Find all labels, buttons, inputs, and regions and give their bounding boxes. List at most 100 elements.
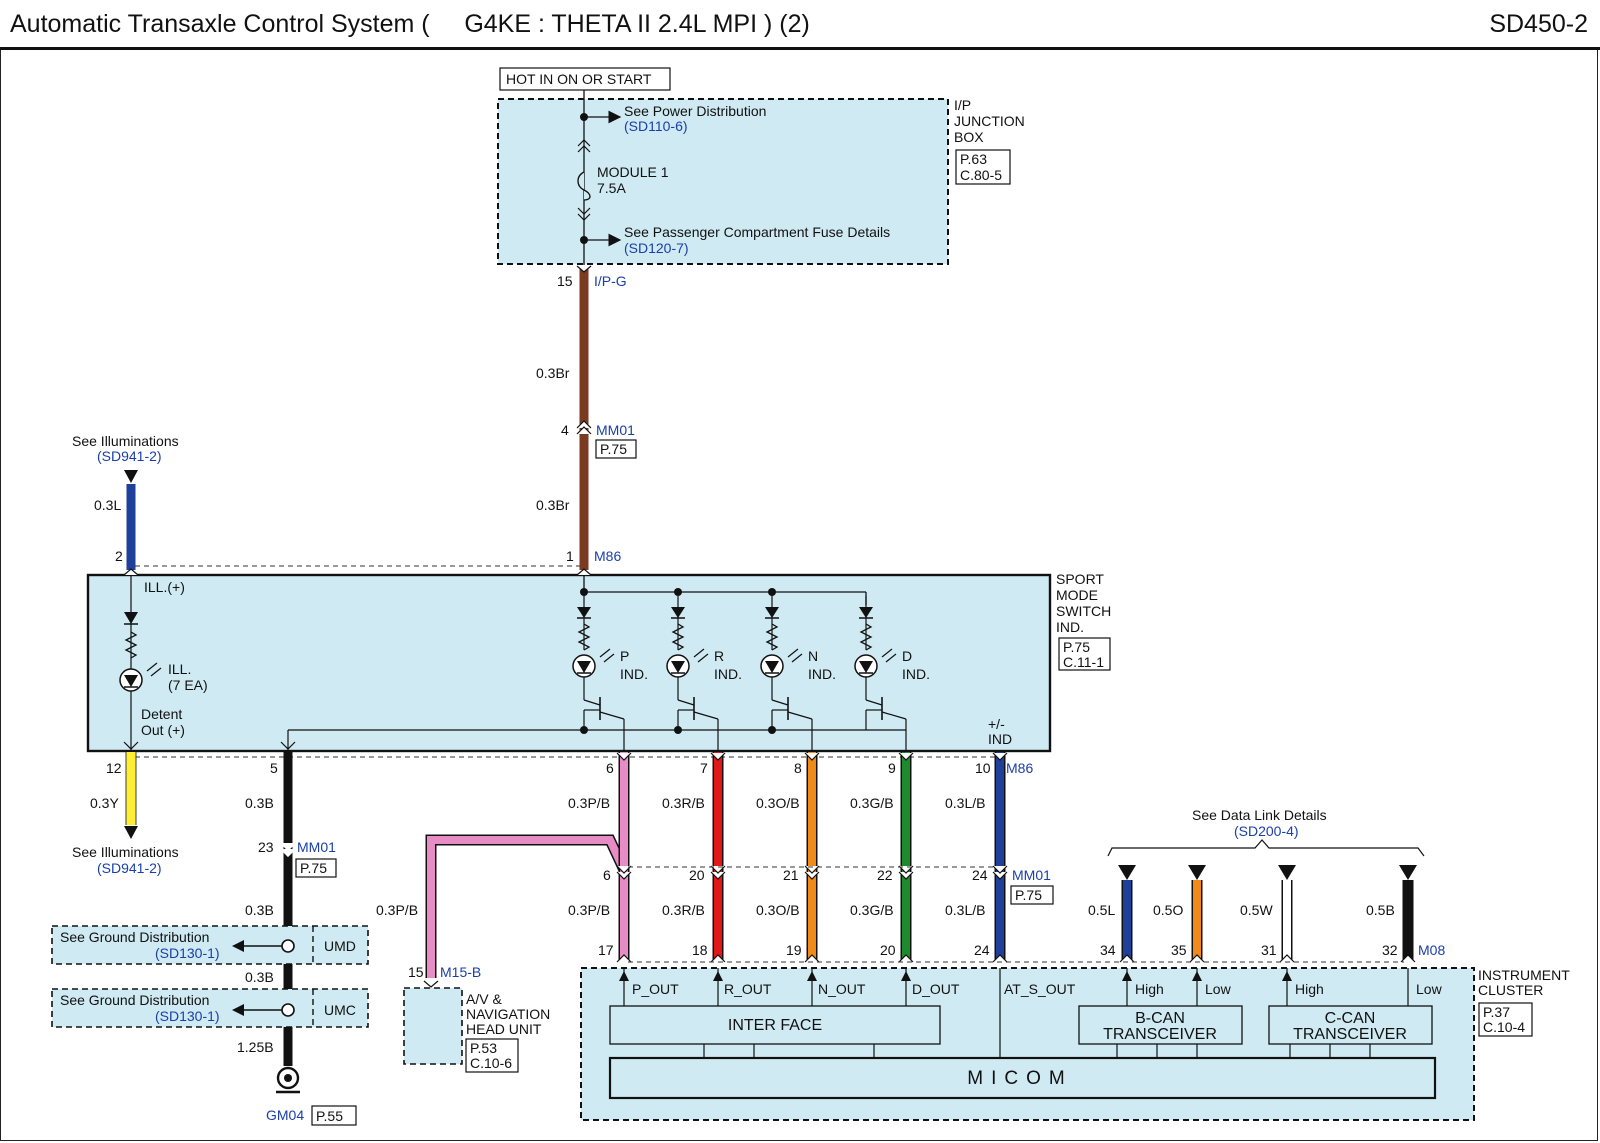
indicator-p: P IND.: [572, 596, 648, 751]
switch-page: P.75: [1063, 639, 1090, 655]
av-name-3: HEAD UNIT: [466, 1021, 542, 1037]
page-header: Automatic Transaxle Control System ( G4K…: [0, 0, 1600, 50]
ground-spec3: 0.3B: [245, 969, 274, 985]
switch-name-1: SPORT: [1056, 571, 1104, 587]
interface-block: [609, 1005, 941, 1045]
illum-bottom-spec: 0.3Y: [90, 795, 119, 811]
data-link-see: See Data Link Details: [1192, 807, 1327, 823]
ats-top-pin: 10: [975, 760, 991, 776]
ill-lamp-label-2: (7 EA): [168, 677, 208, 693]
r-spec1: 0.3R/B: [662, 795, 705, 811]
see-fuse-ref: (SD120-7): [624, 240, 689, 256]
brown-spec-bottom: 0.3Br: [536, 497, 570, 513]
illum-top-spec: 0.3L: [94, 497, 121, 513]
n-top-pin: 8: [794, 760, 802, 776]
av-conn: M15-B: [440, 964, 481, 980]
indicator-r: R IND.: [666, 596, 742, 751]
d-letter: D: [902, 648, 912, 664]
dl-pin-3: 31: [1261, 942, 1277, 958]
cluster-page: P.37: [1483, 1004, 1510, 1020]
av-pin: 15: [408, 964, 424, 980]
junction-box: HOT IN ON OR START See Power Distributio…: [497, 67, 1025, 265]
dl-pin-4: 32: [1382, 942, 1398, 958]
m86-pin-1: 1: [566, 548, 574, 564]
jb-conn-code: I/P-G: [594, 273, 627, 289]
switch-panel: [86, 573, 1052, 753]
switch-name-3: SWITCH: [1056, 603, 1111, 619]
ats-spec1: 0.3L/B: [945, 795, 985, 811]
av-page: P.53: [470, 1040, 497, 1056]
r-letter: R: [714, 648, 724, 664]
d-spec1: 0.3G/B: [850, 795, 894, 811]
n-spec2: 0.3O/B: [756, 902, 800, 918]
dl-pin-2: 35: [1171, 942, 1187, 958]
ats-mid-conn: MM01: [1012, 867, 1051, 883]
ill-plus-label: ILL.(+): [144, 579, 185, 595]
fuse-rating: 7.5A: [597, 180, 626, 196]
data-link: See Data Link Details (SD200-4) 0.5L 0.5…: [1088, 807, 1445, 963]
bcan-name-2: TRANSCEIVER: [1103, 1026, 1217, 1043]
data-link-ref: (SD200-4): [1234, 823, 1299, 839]
hot-label: HOT IN ON OR START: [506, 71, 652, 87]
illumination-top: See Illuminations (SD941-2) 0.3L 2: [72, 433, 580, 570]
bcan-low: Low: [1205, 981, 1232, 997]
av-head-unit: 0.3P/B 15 M15-B A/V & NAVIGATION HEAD UN…: [376, 834, 629, 1073]
n-letter: N: [808, 648, 818, 664]
cluster-c: C.10-4: [1483, 1019, 1525, 1035]
ccan-name-2: TRANSCEIVER: [1293, 1026, 1407, 1043]
ground-wire: 5 0.3B 23 MM01 P.75 0.3B See Ground Dist…: [51, 752, 369, 1126]
ground-see-2: See Ground Distribution: [60, 992, 209, 1008]
splice-umd: UMD: [324, 938, 356, 954]
r-ic-pin: 18: [692, 942, 708, 958]
sig-ats-out: AT_S_OUT: [1004, 981, 1076, 997]
ground-mm-pin: 23: [258, 839, 274, 855]
ground-ref-2: (SD130-1): [155, 1008, 220, 1024]
ccan-name-1: C-CAN: [1325, 1010, 1376, 1027]
interface-label: INTER FACE: [728, 1017, 822, 1034]
jb-page: P.63: [960, 151, 987, 167]
p-spec1: 0.3P/B: [568, 795, 610, 811]
ats-spec2: 0.3L/B: [945, 902, 985, 918]
ground-mm-conn: MM01: [297, 839, 336, 855]
p-ic-pin: 17: [598, 942, 614, 958]
ccan-high: High: [1295, 981, 1324, 997]
illum-bottom-pin: 12: [106, 760, 122, 776]
ill-lamp-label-1: ILL.: [168, 661, 191, 677]
ground-pin: 5: [270, 760, 278, 776]
jb-name-1: I/P: [954, 97, 971, 113]
see-power-ref: (SD110-6): [624, 118, 688, 134]
d-ind: IND.: [902, 666, 930, 682]
mm01-pin-4: 4: [561, 422, 569, 438]
illuminations-bottom-ref: (SD941-2): [97, 860, 162, 876]
av-name-2: NAVIGATION: [466, 1006, 550, 1022]
ground-see-1: See Ground Distribution: [60, 929, 209, 945]
jb-pin: 15: [557, 273, 573, 289]
sig-p-out: P_OUT: [632, 981, 679, 997]
n-spec1: 0.3O/B: [756, 795, 800, 811]
ground-name: GM04: [266, 1107, 304, 1123]
illumination-bottom: 12 0.3Y See Illuminations (SD941-2): [72, 752, 179, 876]
signal-wires: 6 0.3P/B 6 0.3P/B 17 7 0.3R/B 20 0.3R/B …: [568, 752, 1054, 963]
fuse-name: MODULE 1: [597, 164, 669, 180]
bcan-name-1: B-CAN: [1135, 1010, 1185, 1027]
ats-mid-pin: 24: [972, 867, 988, 883]
d-ic-pin: 20: [880, 942, 896, 958]
m86-conn-brown: M86: [594, 548, 621, 564]
ccan-low: Low: [1416, 981, 1443, 997]
micom-label: MICOM: [967, 1068, 1072, 1089]
sport-mode-switch: ILL.(+) ILL. (7 EA) Detent Out (+): [86, 568, 1111, 753]
bcan-high: High: [1135, 981, 1164, 997]
jb-name-2: JUNCTION: [954, 113, 1025, 129]
sig-d-out: D_OUT: [912, 981, 960, 997]
ats-mid-page: P.75: [1015, 887, 1042, 903]
p-mid-pin: 6: [603, 867, 611, 883]
pm-ind-1: +/-: [988, 716, 1005, 732]
page-code: SD450-2: [1489, 10, 1588, 38]
illuminations-top-ref: (SD941-2): [97, 448, 162, 464]
switch-conn: C.11-1: [1063, 654, 1104, 670]
ats-top-conn: M86: [1006, 760, 1033, 776]
sig-r-out: R_OUT: [724, 981, 772, 997]
fuse-icon: [577, 171, 591, 201]
dl-spec-4: 0.5B: [1366, 902, 1395, 918]
